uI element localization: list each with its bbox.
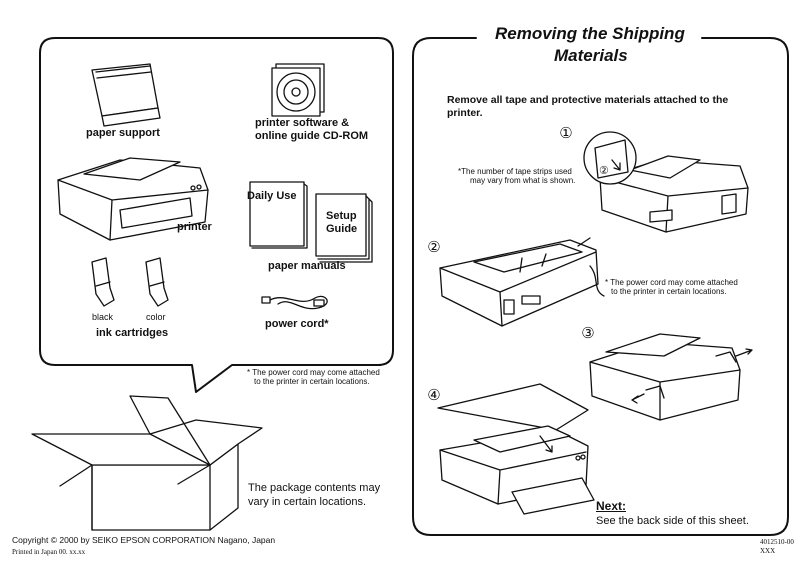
- instruction-line1: Remove all tape and protective materials…: [447, 94, 729, 106]
- step-3-number: ③: [580, 325, 596, 342]
- black-cartridge-label: black: [92, 312, 114, 322]
- step-1-number: ①: [558, 125, 574, 142]
- page-title-line1: Removing the Shipping: [495, 24, 685, 43]
- doc-code-line1: 4012510-00: [760, 538, 794, 546]
- package-note-line1: The package contents may: [248, 482, 381, 494]
- ink-cartridges-label: ink cartridges: [96, 327, 169, 339]
- paper-support-label: paper support: [86, 127, 160, 139]
- daily-use-label: Daily Use: [247, 190, 297, 202]
- power-cord-label: power cord*: [265, 318, 329, 330]
- printed-in-japan: Printed in Japan 00. xx.xx: [12, 548, 86, 556]
- setup-guide-label-line2: Guide: [326, 223, 358, 235]
- step-4-number: ④: [426, 387, 442, 404]
- cord-note-line2: to the printer in certain locations.: [611, 287, 727, 296]
- printer-label: printer: [177, 221, 212, 233]
- copyright: Copyright © 2000 by SEIKO EPSON CORPORAT…: [12, 535, 276, 545]
- color-cartridge-label: color: [146, 312, 166, 322]
- instruction-line2: printer.: [447, 107, 483, 119]
- tape-note-line1: *The number of tape strips used: [458, 167, 572, 176]
- power-cord-note-line2: to the printer in certain locations.: [254, 377, 370, 386]
- setup-guide-label-line1: Setup: [326, 210, 357, 222]
- next-label: Next:: [596, 499, 627, 513]
- cord-note-line1: * The power cord may come attached: [605, 278, 738, 287]
- package-note-line2: vary in certain locations.: [248, 496, 366, 508]
- next-text: See the back side of this sheet.: [596, 515, 749, 527]
- step-1-inset-number: ②: [599, 165, 609, 177]
- power-cord-note-line1: * The power cord may come attached: [247, 368, 380, 377]
- cd-rom-label-line2: online guide CD-ROM: [255, 130, 369, 142]
- step-2-number: ②: [426, 239, 442, 256]
- tape-note-line2: may vary from what is shown.: [470, 176, 576, 185]
- cd-rom-label-line1: printer software &: [255, 117, 350, 129]
- doc-code-line2: XXX: [760, 547, 776, 555]
- page-title-line2: Materials: [554, 46, 628, 65]
- paper-manuals-label: paper manuals: [268, 260, 346, 272]
